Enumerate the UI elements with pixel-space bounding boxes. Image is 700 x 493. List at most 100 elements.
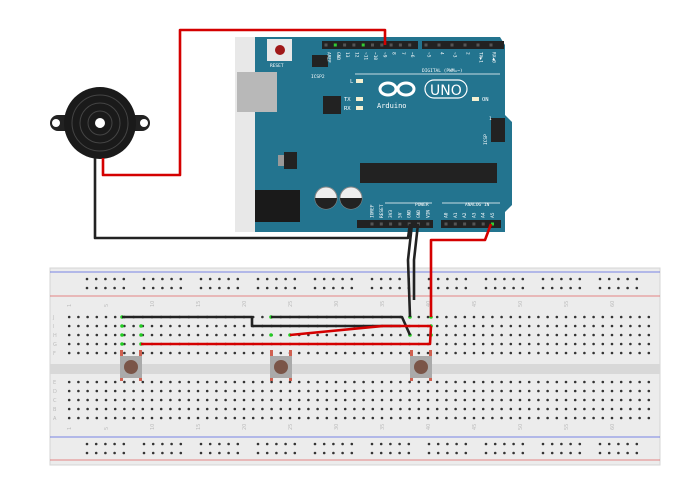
- rail-hole[interactable]: [541, 451, 545, 455]
- breadboard-hole[interactable]: [417, 380, 421, 384]
- rail-hole[interactable]: [208, 277, 212, 281]
- rail-hole[interactable]: [427, 442, 431, 446]
- rail-hole[interactable]: [85, 442, 89, 446]
- breadboard-hole[interactable]: [353, 416, 356, 420]
- breadboard-hole[interactable]: [371, 351, 375, 355]
- breadboard-hole[interactable]: [527, 333, 531, 337]
- breadboard-hole[interactable]: [67, 324, 71, 328]
- breadboard-hole[interactable]: [316, 351, 319, 355]
- header-pin[interactable]: [398, 222, 402, 226]
- breadboard-hole[interactable]: [224, 416, 227, 420]
- breadboard-hole[interactable]: [251, 333, 255, 337]
- rail-hole[interactable]: [275, 451, 278, 455]
- breadboard-hole[interactable]: [95, 351, 99, 355]
- breadboard-hole[interactable]: [187, 333, 191, 337]
- breadboard-hole[interactable]: [113, 398, 117, 402]
- rail-hole[interactable]: [142, 277, 146, 281]
- breadboard-hole[interactable]: [583, 333, 586, 337]
- breadboard-hole[interactable]: [187, 351, 191, 355]
- breadboard-hole[interactable]: [592, 389, 595, 393]
- breadboard-hole[interactable]: [242, 416, 246, 420]
- breadboard-hole[interactable]: [389, 333, 393, 337]
- rail-hole[interactable]: [503, 442, 506, 446]
- breadboard-hole[interactable]: [426, 351, 430, 355]
- breadboard-hole[interactable]: [67, 380, 71, 384]
- breadboard-hole[interactable]: [435, 398, 439, 402]
- breadboard-hole[interactable]: [104, 324, 108, 328]
- breadboard-hole[interactable]: [573, 351, 577, 355]
- breadboard-hole[interactable]: [169, 407, 172, 411]
- rail-hole[interactable]: [512, 286, 515, 290]
- rail-hole[interactable]: [350, 277, 354, 281]
- breadboard-hole[interactable]: [196, 407, 200, 411]
- rail-hole[interactable]: [446, 442, 449, 446]
- rail-hole[interactable]: [170, 277, 173, 281]
- breadboard-hole[interactable]: [169, 416, 172, 420]
- breadboard-hole[interactable]: [509, 389, 513, 393]
- rail-hole[interactable]: [151, 442, 155, 446]
- breadboard-hole[interactable]: [205, 416, 209, 420]
- breadboard-hole[interactable]: [251, 416, 255, 420]
- breadboard-hole[interactable]: [279, 416, 283, 420]
- header-pin[interactable]: [371, 43, 374, 47]
- breadboard-hole[interactable]: [408, 380, 411, 384]
- rail-hole[interactable]: [322, 277, 326, 281]
- breadboard-hole[interactable]: [316, 398, 319, 402]
- breadboard-hole[interactable]: [527, 407, 531, 411]
- rail-hole[interactable]: [560, 277, 563, 281]
- rail-hole[interactable]: [598, 277, 602, 281]
- rail-hole[interactable]: [455, 451, 458, 455]
- breadboard-hole[interactable]: [187, 407, 191, 411]
- breadboard-hole[interactable]: [583, 389, 586, 393]
- breadboard-hole[interactable]: [500, 342, 503, 346]
- rail-hole[interactable]: [284, 286, 287, 290]
- breadboard-hole[interactable]: [132, 324, 135, 328]
- rail-hole[interactable]: [142, 442, 146, 446]
- breadboard-hole[interactable]: [417, 315, 421, 319]
- breadboard-hole[interactable]: [583, 351, 586, 355]
- breadboard-hole[interactable]: [445, 380, 448, 384]
- header-pin[interactable]: [424, 43, 428, 47]
- breadboard-hole[interactable]: [638, 342, 641, 346]
- breadboard-hole[interactable]: [481, 333, 485, 337]
- rail-hole[interactable]: [170, 286, 173, 290]
- breadboard-hole[interactable]: [325, 407, 329, 411]
- rail-hole[interactable]: [122, 286, 126, 290]
- breadboard-hole[interactable]: [445, 389, 448, 393]
- breadboard-hole[interactable]: [325, 351, 329, 355]
- breadboard-hole[interactable]: [187, 380, 191, 384]
- breadboard-hole[interactable]: [417, 407, 421, 411]
- breadboard-hole[interactable]: [509, 315, 513, 319]
- rail-hole[interactable]: [617, 442, 620, 446]
- breadboard-hole[interactable]: [527, 416, 531, 420]
- breadboard-hole[interactable]: [573, 342, 577, 346]
- breadboard-hole[interactable]: [86, 324, 89, 328]
- breadboard-hole[interactable]: [435, 351, 439, 355]
- rail-hole[interactable]: [322, 286, 326, 290]
- header-pin[interactable]: [379, 222, 383, 226]
- breadboard-hole[interactable]: [445, 407, 448, 411]
- rail-hole[interactable]: [122, 277, 126, 281]
- breadboard-hole[interactable]: [555, 333, 559, 337]
- rail-hole[interactable]: [379, 286, 383, 290]
- rail-hole[interactable]: [635, 286, 639, 290]
- breadboard-hole[interactable]: [619, 324, 623, 328]
- breadboard-hole[interactable]: [454, 351, 457, 355]
- breadboard-hole[interactable]: [215, 407, 218, 411]
- breadboard-hole[interactable]: [472, 389, 476, 393]
- rail-hole[interactable]: [512, 442, 515, 446]
- breadboard-hole[interactable]: [537, 351, 540, 355]
- breadboard-hole[interactable]: [362, 333, 365, 337]
- breadboard-hole[interactable]: [500, 324, 503, 328]
- breadboard-hole[interactable]: [150, 324, 154, 328]
- breadboard-hole[interactable]: [150, 416, 154, 420]
- breadboard-hole[interactable]: [435, 315, 439, 319]
- breadboard-hole[interactable]: [583, 407, 586, 411]
- breadboard-hole[interactable]: [224, 333, 227, 337]
- wire-gnd-to-breadboard[interactable]: [406, 223, 414, 318]
- breadboard-hole[interactable]: [389, 389, 393, 393]
- rail-hole[interactable]: [256, 442, 260, 446]
- rail-hole[interactable]: [436, 286, 440, 290]
- rail-hole[interactable]: [569, 451, 572, 455]
- breadboard-hole[interactable]: [454, 380, 457, 384]
